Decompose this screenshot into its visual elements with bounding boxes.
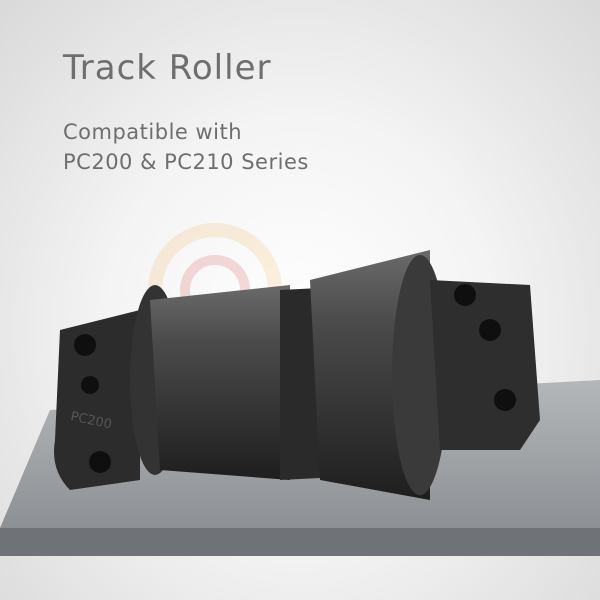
track-roller: PC200	[54, 250, 540, 500]
compatibility-line-2: PC200 & PC210 Series	[63, 150, 309, 174]
compatibility-line-1: Compatible with	[63, 120, 243, 144]
product-title: Track Roller	[63, 48, 272, 88]
